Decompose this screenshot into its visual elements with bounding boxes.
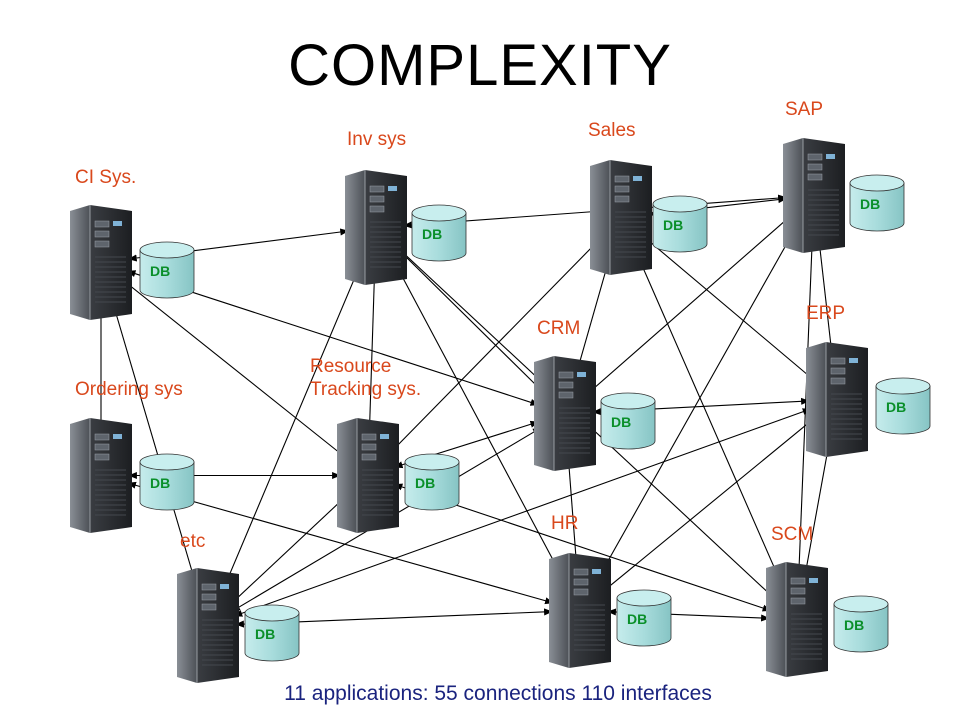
app-node-scm: DB SCM [766,524,889,677]
db-label: DB [860,196,880,212]
server-icon [70,418,132,533]
app-node-etc: DB etc [177,531,300,683]
server-icon [70,205,132,320]
db-label: DB [844,617,864,633]
db-label: DB [663,217,683,233]
db-label: DB [627,611,647,627]
app-node-erp: DB ERP [806,303,931,457]
app-node-sales: DB Sales [588,120,708,275]
db-label: DB [255,626,275,642]
app-label-hr: HR [551,513,578,534]
database-icon: DB [833,595,889,653]
connections-layer [97,194,837,628]
app-node-hr: DB HR [549,513,672,668]
footer-summary: 11 applications: 55 connections 110 inte… [284,682,712,705]
server-icon [534,356,596,471]
db-label: DB [886,399,906,415]
connection-erp-etc [233,408,812,617]
server-icon [337,418,399,533]
server-icon [549,553,611,668]
connection-ordering-hr [127,481,554,605]
app-label-ci: CI Sys. [75,167,136,188]
db-label: DB [415,475,435,491]
db-label: DB [422,226,442,242]
server-icon [766,562,828,677]
app-label-crm: CRM [537,318,580,339]
app-label-etc: etc [180,531,205,552]
app-label-sales: Sales [588,120,636,141]
server-icon [177,568,239,683]
database-icon: DB [139,241,195,299]
connection-resource-etc [227,494,349,607]
db-label: DB [150,475,170,491]
db-label: DB [150,263,170,279]
database-icon: DB [404,453,460,511]
app-label-sap: SAP [785,99,823,120]
server-icon [590,160,652,275]
app-node-inv: DB Inv sys [345,129,467,285]
connection-inv-crm [395,246,546,395]
database-icon: DB [411,204,467,262]
db-label: DB [611,414,631,430]
app-node-ci: DB CI Sys. [70,167,195,320]
app-node-crm: DB CRM [534,318,656,471]
app-node-ordering: DB Ordering sys [70,379,195,533]
database-icon: DB [139,453,195,511]
app-label-erp: ERP [806,303,845,324]
server-icon [806,342,868,457]
app-label-scm: SCM [771,524,813,545]
database-icon: DB [652,195,708,253]
database-icon: DB [849,174,905,232]
app-label-ordering: Ordering sys [75,379,183,400]
app-label-inv: Inv sys [347,129,406,150]
database-icon: DB [600,392,656,450]
slide-title: COMPLEXITY [288,33,672,98]
server-icon [783,138,845,253]
database-icon: DB [616,589,672,647]
server-icon [345,170,407,285]
app-node-sap: DB SAP [783,99,905,253]
database-icon: DB [244,604,300,662]
database-icon: DB [875,377,931,435]
connection-sales-erp [641,234,817,383]
